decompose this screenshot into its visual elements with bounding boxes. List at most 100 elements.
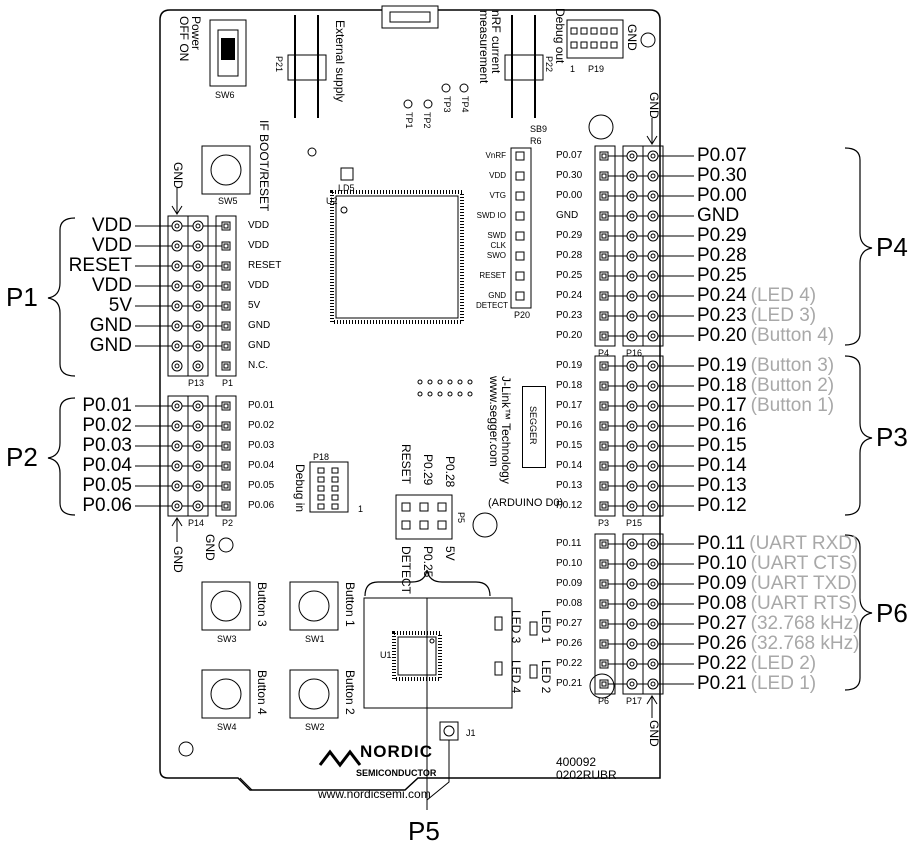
- brackets: [47, 147, 873, 691]
- header-pin-hole: [650, 483, 656, 489]
- board-outline: [159, 9, 661, 791]
- header-pin-hole: [601, 581, 607, 587]
- header-pin: [626, 558, 638, 570]
- p20-pin: [515, 271, 525, 281]
- button3-label: Button 3: [255, 582, 269, 627]
- p3-pin-note: (Button 1): [750, 395, 835, 416]
- p19-pin: [580, 41, 588, 49]
- p18-pin: [331, 467, 339, 474]
- header-pin-hole: [650, 581, 656, 587]
- p1-pin-label: RESET: [68, 255, 132, 276]
- p4-pin-name: P0.07: [697, 145, 747, 166]
- p5-reset-label: RESET: [399, 444, 413, 485]
- header-pin: [599, 381, 609, 391]
- p5-label: P5: [456, 512, 466, 524]
- header-pin: [647, 190, 659, 202]
- p18-pin: [317, 485, 325, 492]
- p4-pin-name: P0.30: [697, 165, 747, 186]
- p2-silk-label: P0.03: [248, 440, 275, 451]
- u2-chip: [330, 190, 464, 324]
- header-pin: [192, 320, 204, 332]
- p14-label: P14: [188, 518, 205, 528]
- p3-pin-label: P0.13: [697, 476, 747, 496]
- header-pin: [192, 420, 204, 432]
- header-pin-hole: [195, 343, 201, 349]
- header-pin: [221, 221, 231, 231]
- header-pin: [192, 340, 204, 352]
- p2-silk-label: P0.02: [248, 420, 275, 431]
- p19-pin: [610, 27, 618, 35]
- header-pin-hole: [629, 153, 635, 159]
- p6-silk-label: P0.08: [556, 598, 583, 609]
- header-pin: [221, 461, 231, 471]
- header-pin: [192, 300, 204, 312]
- header-pin: [221, 441, 231, 451]
- segger-line2: www.segger.com: [487, 376, 501, 467]
- p4-silk-label: P0.00: [556, 190, 583, 201]
- p3-pin-note: (Button 3): [750, 355, 835, 376]
- header-pin: [221, 481, 231, 491]
- header-pin: [647, 250, 659, 262]
- header-pin: [599, 311, 609, 321]
- header-pin-hole: [629, 463, 635, 469]
- p18-pin: [317, 494, 325, 501]
- header-pin: [599, 619, 609, 629]
- p6-pin-note: (UART RTS): [750, 593, 858, 614]
- p5-p029-label: P0.29: [421, 454, 435, 486]
- p20-silk-label: SWD CLK: [487, 231, 506, 250]
- header-pin-hole: [650, 383, 656, 389]
- sw5-label: SW5: [218, 196, 238, 206]
- header-pin: [192, 360, 204, 372]
- p19-pin: [600, 41, 608, 49]
- p1-silk-label: VDD: [248, 220, 270, 231]
- button-2: [289, 669, 339, 719]
- header-pin: [599, 559, 609, 569]
- header-pin-hole: [629, 681, 635, 687]
- power-label: Power: [189, 16, 203, 51]
- p3-pin-label: P0.19(Button 3): [697, 356, 834, 376]
- header-pin: [599, 291, 609, 301]
- header-pin: [647, 210, 659, 222]
- header-pin-hole: [650, 681, 656, 687]
- group-label-p1: P1: [6, 282, 38, 312]
- header-pin-hole: [629, 641, 635, 647]
- header-pin-hole: [650, 213, 656, 219]
- p20-silk-label: VTG: [489, 191, 506, 200]
- p1-pin-label: VDD: [91, 275, 132, 296]
- p20-label: P20: [514, 310, 531, 320]
- p4-pin-label: P0.20(Button 4): [697, 326, 834, 346]
- header-pin-hole: [629, 173, 635, 179]
- p5-pin: [419, 520, 429, 530]
- header-pin: [599, 599, 609, 609]
- header-pin-hole: [601, 541, 607, 547]
- header-pin: [192, 260, 204, 272]
- header-pin: [221, 361, 231, 371]
- p2-pin-label: P0.01: [82, 395, 132, 416]
- header-pin-hole: [650, 443, 656, 449]
- header-pin: [626, 330, 638, 342]
- p15-label: P15: [626, 518, 643, 528]
- p17-header: [622, 533, 664, 695]
- header-pin: [626, 290, 638, 302]
- p18-pin1: 1: [358, 504, 364, 514]
- p5-p025-label: P0.25: [421, 546, 435, 578]
- header-pin: [171, 280, 183, 292]
- sw5-button: [201, 145, 251, 195]
- p3-pin-label: P0.14: [697, 456, 747, 476]
- p18-pin: [317, 467, 325, 474]
- header-pin-hole: [650, 403, 656, 409]
- header-pin-hole: [174, 403, 180, 409]
- via: [437, 391, 443, 397]
- debug-out-label: Debug out: [553, 8, 567, 64]
- p2-silk-label: P0.06: [248, 500, 275, 511]
- header-pin-hole: [195, 443, 201, 449]
- header-pin: [599, 421, 609, 431]
- p4-pin-name: P0.24: [697, 285, 747, 306]
- p6-pin-note: (UART RXD): [749, 533, 859, 554]
- p3-silk-label: P0.16: [556, 420, 583, 431]
- p4-silk-label: GND: [556, 210, 579, 221]
- p6-pin-name: P0.10: [697, 553, 747, 574]
- group-label-p3: P3: [876, 422, 908, 452]
- header-pin: [599, 211, 609, 221]
